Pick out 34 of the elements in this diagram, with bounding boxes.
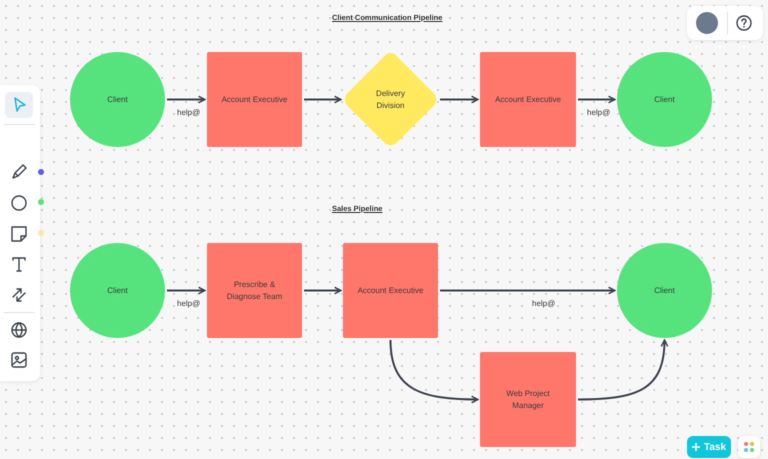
process-box [207, 52, 302, 147]
client-circle [617, 243, 712, 338]
node-label: Web Project Manager [505, 388, 551, 412]
process-box [343, 243, 438, 338]
arrow [304, 286, 342, 294]
node-label: Client [654, 94, 675, 106]
node-label: Delivery Division [375, 88, 406, 112]
client-circle [70, 52, 165, 147]
node-label: Prescribe & Diagnose Team [226, 278, 284, 302]
node-label: Account Executive [222, 94, 288, 106]
process-box [480, 52, 576, 147]
arrow [167, 286, 206, 294]
edge-label: help@ [175, 108, 202, 117]
decision-diamond [343, 52, 438, 147]
arrow [440, 96, 479, 104]
client-circle [70, 243, 165, 338]
process-box [207, 243, 302, 338]
add-task-button: Task [687, 436, 731, 458]
edge-label: help@ [530, 299, 558, 308]
node-label: Account Executive [358, 284, 424, 296]
arrow [167, 96, 206, 104]
arrow [440, 286, 616, 294]
node-label: Client [107, 94, 128, 106]
arrow [390, 340, 479, 404]
edge-label: help@ [175, 299, 202, 308]
node-label: Client [654, 284, 675, 296]
arrow [304, 96, 342, 104]
arrow [578, 96, 616, 104]
edge-label: help@ [585, 108, 612, 117]
client-circle [617, 52, 712, 147]
node-label: Account Executive [495, 94, 561, 106]
node-label: Client [107, 284, 128, 296]
arrow [578, 339, 668, 400]
process-box [480, 352, 576, 447]
